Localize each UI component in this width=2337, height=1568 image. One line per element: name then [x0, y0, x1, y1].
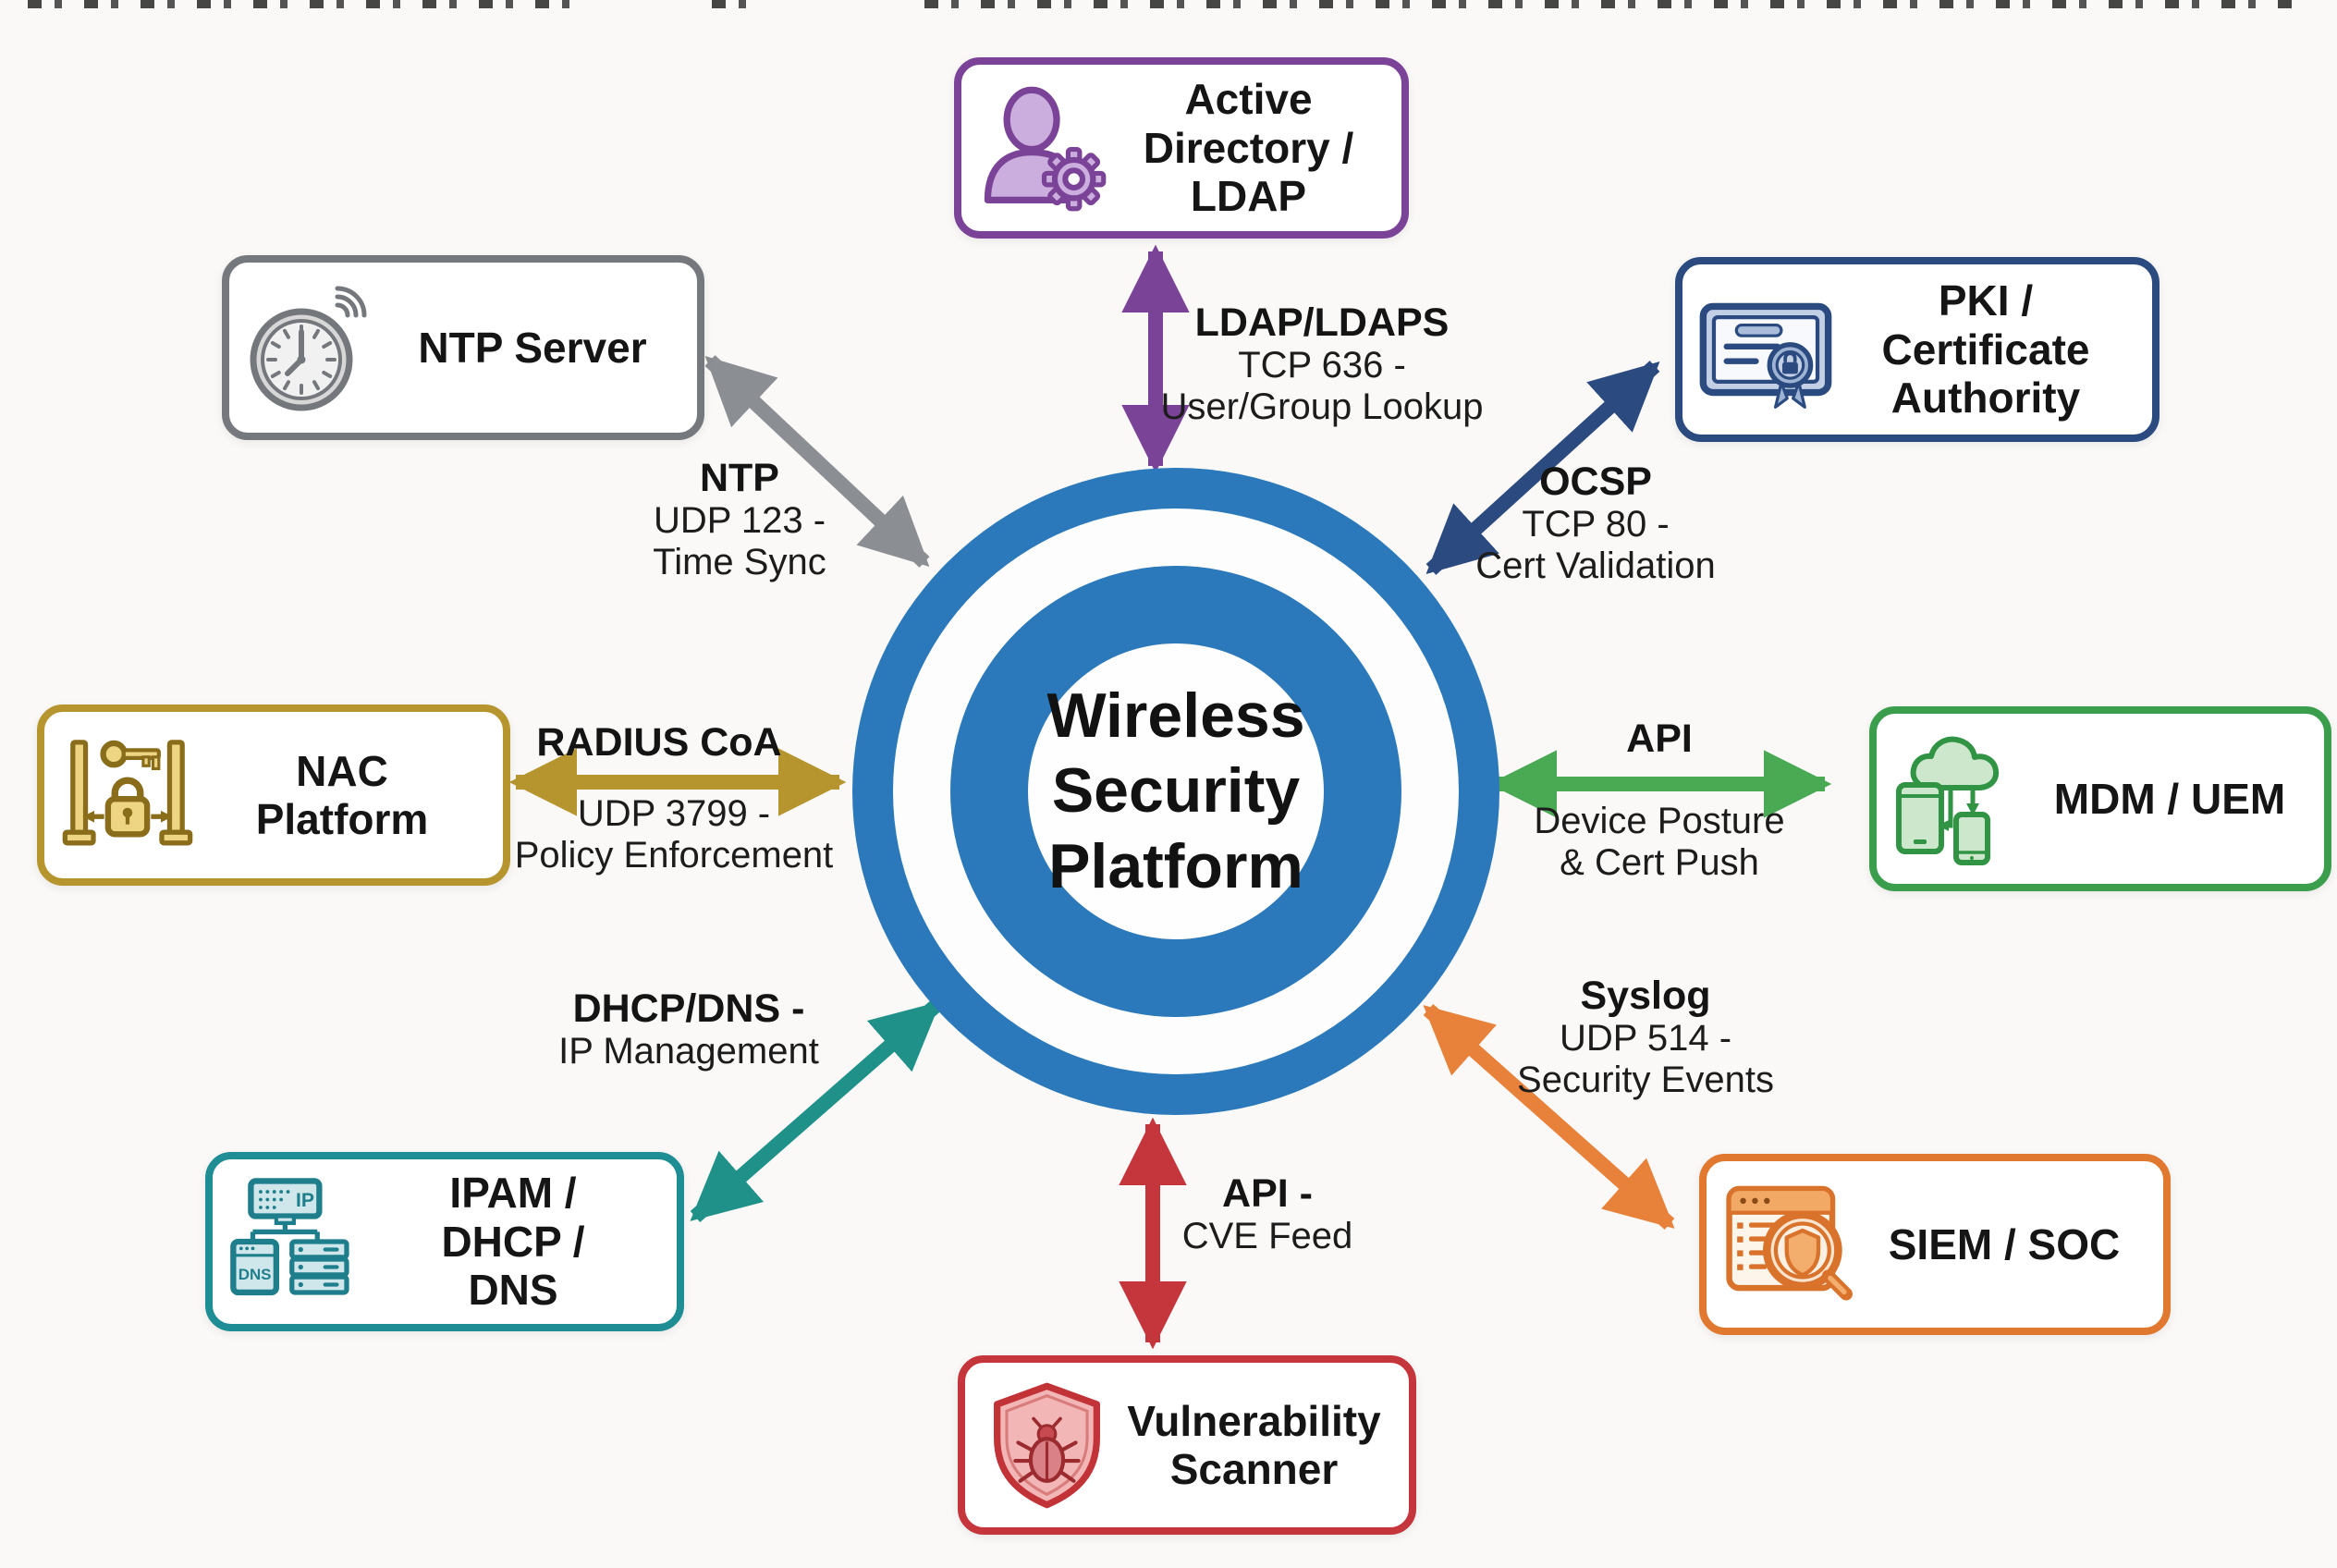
node-siem-soc: SIEM / SOC — [1699, 1154, 2171, 1335]
node-mdm-uem: MDM / UEM — [1869, 706, 2331, 891]
node-label: Active Directory / LDAP — [1143, 75, 1354, 221]
connection-detail: TCP 636 - — [1238, 345, 1406, 386]
ip-dns-servers-icon: IP DNS — [230, 1178, 349, 1296]
central-platform: Wireless Security Platform — [1028, 643, 1324, 939]
connection-protocol: OCSP — [1539, 459, 1652, 504]
central-platform-label: Wireless Security Platform — [1046, 680, 1305, 901]
ntp-connection-label: NTP UDP 123 - Time Sync — [653, 456, 826, 583]
connection-detail: Device Posture — [1534, 801, 1785, 841]
connection-detail: Policy Enforcement — [514, 834, 834, 876]
connection-protocol: API — [1626, 717, 1693, 761]
inner-ring: Wireless Security Platform — [950, 566, 1401, 1017]
cloud-devices-icon — [1896, 736, 2000, 865]
ocsp-connection-label: OCSP TCP 80 - Cert Validation — [1475, 459, 1716, 587]
connection-detail: TCP 80 - — [1522, 504, 1670, 545]
ldap-connection-label: LDAP/LDAPS TCP 636 - User/Group Lookup — [1160, 300, 1484, 428]
dns-label-text: DNS — [239, 1266, 272, 1283]
certificate-icon — [1699, 302, 1832, 409]
node-label: NAC Platform — [255, 746, 429, 843]
connection-protocol: Syslog — [1580, 974, 1711, 1018]
node-label: IPAM / DHCP / DNS — [441, 1169, 585, 1315]
connection-detail: UDP 3799 - — [577, 793, 771, 834]
connection-detail: UDP 514 - — [1559, 1018, 1732, 1060]
cve-connection-label: API - CVE Feed — [1181, 1171, 1353, 1257]
connection-protocol: NTP — [699, 456, 779, 500]
node-ipam-dhcp-dns: IP DNS IPAM / DHCP / DNS — [205, 1152, 684, 1331]
radius-coa-connection-label: RADIUS CoA — [536, 720, 782, 765]
mdm-api-connection-label: API — [1626, 717, 1693, 761]
connection-detail: Cert Validation — [1475, 545, 1716, 587]
ip-label-text: IP — [296, 1190, 314, 1211]
connection-detail: Time Sync — [653, 542, 826, 583]
node-vulnerability-scanner: Vulnerability Scanner — [958, 1355, 1416, 1535]
clock-sync-icon — [250, 286, 367, 411]
node-label: MDM / UEM — [2053, 774, 2286, 823]
connection-protocol: LDAP/LDAPS — [1194, 300, 1450, 345]
connection-detail: Security Events — [1517, 1060, 1774, 1101]
shield-bug-icon — [994, 1382, 1100, 1508]
connection-detail: IP Management — [558, 1031, 819, 1072]
connection-detail: User/Group Lookup — [1160, 386, 1484, 428]
ring-gap: Wireless Security Platform — [893, 508, 1459, 1074]
dhcp-dns-arrow — [690, 999, 941, 1223]
node-nac-platform: NAC Platform — [37, 704, 510, 886]
top-edge-artifact — [28, 0, 592, 8]
user-gear-icon — [984, 86, 1107, 211]
syslog-connection-label: Syslog UDP 514 - Security Events — [1517, 974, 1774, 1101]
node-label: NTP Server — [418, 323, 647, 372]
dhcp-dns-connection-label: DHCP/DNS - IP Management — [558, 986, 819, 1072]
central-platform-ring: Wireless Security Platform — [852, 468, 1499, 1115]
connection-protocol: RADIUS CoA — [536, 720, 782, 765]
connection-detail: CVE Feed — [1181, 1216, 1353, 1257]
log-magnifier-shield-icon — [1726, 1185, 1853, 1301]
node-label: SIEM / SOC — [1888, 1219, 2121, 1268]
node-active-directory-ldap: Active Directory / LDAP — [954, 57, 1409, 239]
node-label: PKI / Certificate Authority — [1881, 276, 2090, 423]
node-label: Vulnerability Scanner — [1127, 1396, 1381, 1493]
connection-detail: & Cert Push — [1560, 841, 1759, 883]
syslog-arrow — [1423, 1004, 1675, 1230]
top-edge-artifact — [924, 0, 2304, 8]
connection-protocol: API - — [1222, 1171, 1313, 1216]
radius-coa-connection-detail: UDP 3799 - Policy Enforcement — [515, 793, 834, 876]
node-ntp-server: NTP Server — [222, 255, 704, 440]
gate-key-lock-icon — [62, 740, 193, 846]
connection-protocol: DHCP/DNS - — [572, 986, 805, 1031]
top-edge-artifact — [712, 0, 751, 8]
ocsp-arrow — [1425, 361, 1660, 575]
ntp-arrow — [704, 355, 930, 568]
mdm-api-connection-detail: Device Posture & Cert Push — [1534, 801, 1784, 884]
connection-detail: UDP 123 - — [653, 500, 826, 542]
node-pki-certificate-authority: PKI / Certificate Authority — [1675, 257, 2160, 442]
